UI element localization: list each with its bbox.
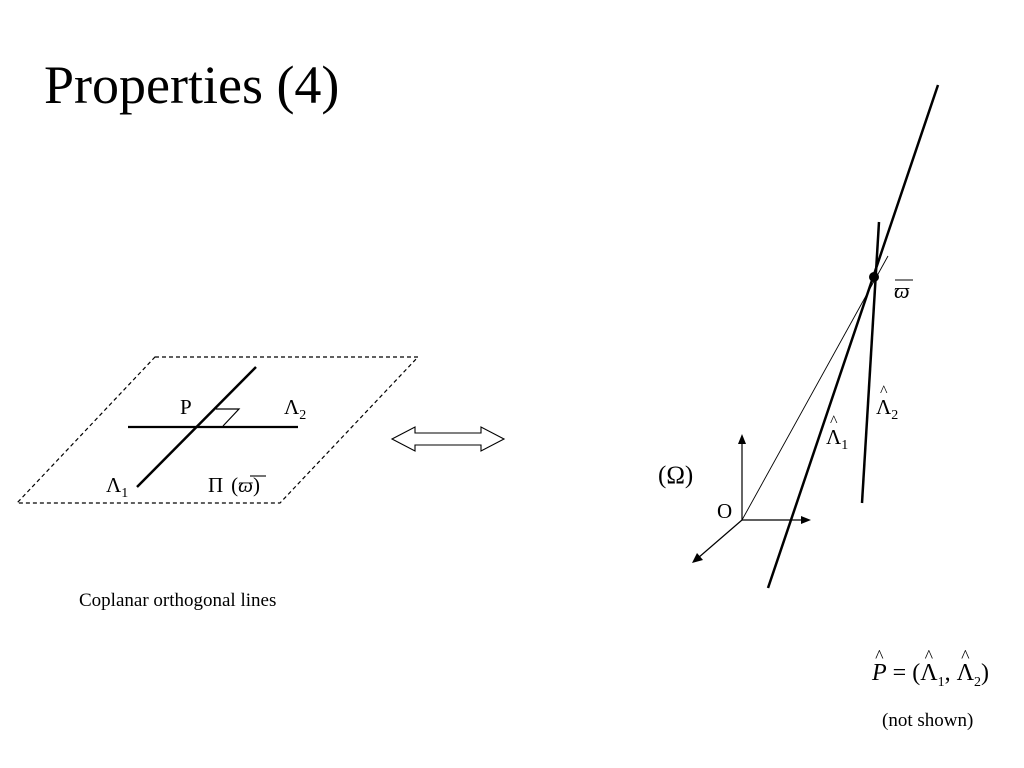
lambda-hat-1-label: Λ1 — [826, 425, 848, 453]
lambda-hat-2-subscript: 2 — [891, 408, 898, 423]
formula-lambda-1-sub: 1 — [937, 674, 945, 690]
right-angle-marker — [216, 408, 241, 427]
formula-comma: , — [944, 660, 957, 686]
left-figure: P Λ2 Λ1 Π(ϖ) — [15, 356, 420, 504]
right-figure: (Ω) O ϖ Λ1 ^ Λ2 ^ — [658, 84, 940, 589]
axis-x-arrowhead-icon — [801, 516, 811, 524]
point-omega — [869, 272, 879, 282]
equivalence-arrow-icon — [390, 426, 506, 452]
lambda-2-label: Λ2 — [284, 395, 306, 423]
coplanar-caption: Coplanar orthogonal lines — [79, 590, 277, 611]
formula-lambda-2-sub: 2 — [974, 674, 982, 690]
formula-close: ) — [981, 660, 990, 686]
point-omega-label: ϖ — [894, 278, 910, 303]
formula-lambda-1: Λ — [920, 661, 937, 685]
origin-label: O — [717, 499, 732, 523]
point-p-label: P — [180, 395, 192, 419]
lambda-hat-1-hat: ^ — [830, 413, 838, 430]
slide-title: Properties (4) — [44, 55, 340, 115]
axis-z — [697, 519, 743, 559]
lambda-1-subscript: 1 — [121, 486, 128, 501]
formula-p-hat: P — [872, 661, 887, 685]
line-lambda-hat-1 — [766, 84, 940, 589]
axis-y-arrowhead-icon — [738, 434, 746, 444]
formula-equals: = ( — [886, 660, 921, 686]
lambda-hat-2-hat: ^ — [880, 383, 888, 400]
p-hat-formula: P = (Λ1, Λ2) — [872, 661, 989, 690]
plane-label: Π(ϖ) — [208, 473, 260, 497]
space-omega-label: (Ω) — [658, 462, 693, 489]
plane-outline — [15, 356, 420, 504]
not-shown-note: (not shown) — [882, 710, 974, 731]
axis-z-arrowhead-icon — [692, 553, 703, 563]
formula-lambda-2: Λ — [957, 661, 974, 685]
lambda-hat-2-label: Λ2 — [876, 395, 898, 423]
ray-from-origin — [741, 255, 889, 521]
lambda-1-label: Λ1 — [106, 473, 128, 501]
lambda-hat-1-subscript: 1 — [841, 438, 848, 453]
line-lambda-hat-2 — [860, 221, 881, 504]
lambda-2-subscript: 2 — [299, 408, 306, 423]
